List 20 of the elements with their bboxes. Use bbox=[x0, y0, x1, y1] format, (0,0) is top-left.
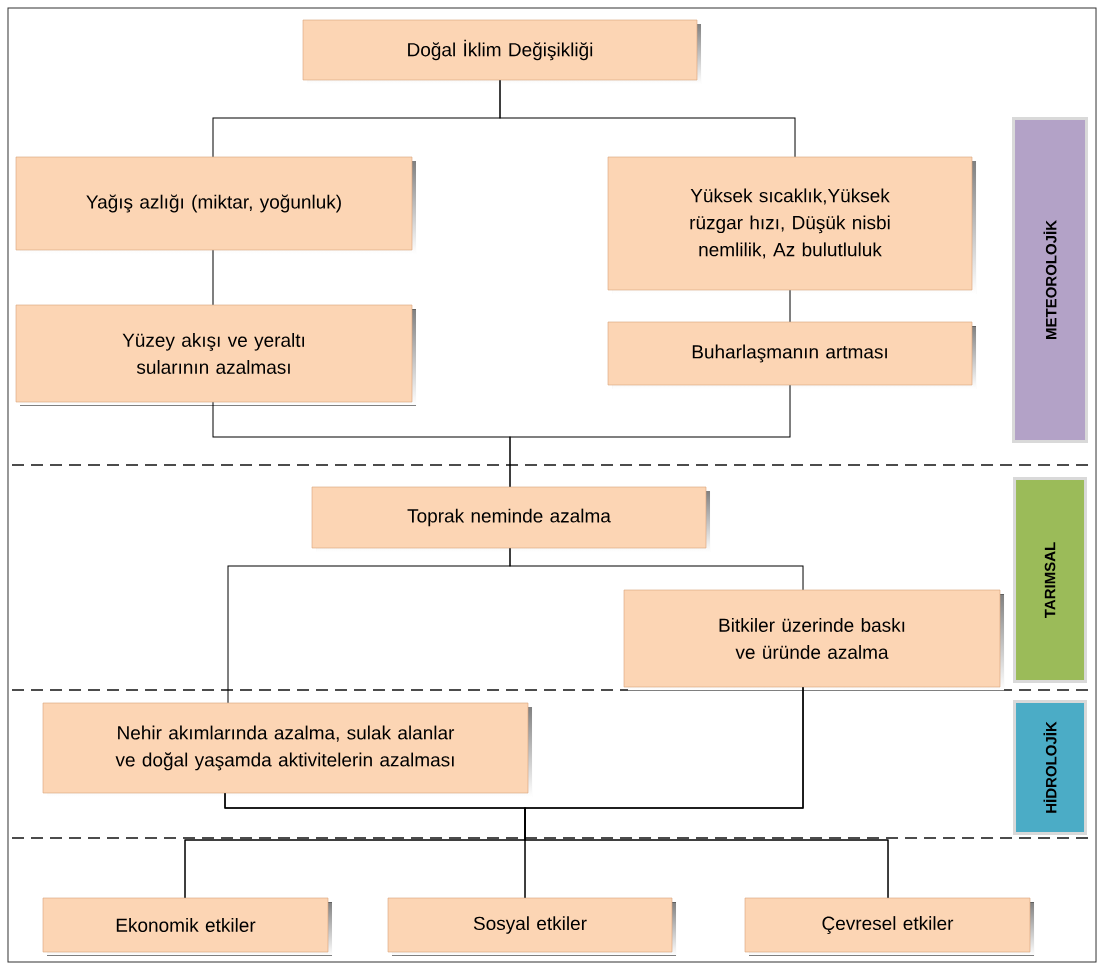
process-box: Çevresel etkiler bbox=[744, 897, 1034, 956]
connector bbox=[789, 289, 791, 323]
connector bbox=[212, 249, 214, 306]
process-box: Doğal İklim Değişikliği bbox=[302, 19, 701, 84]
connector bbox=[524, 686, 889, 899]
connector bbox=[499, 79, 796, 158]
connector bbox=[509, 547, 804, 591]
process-box: Yüksek sıcaklık,Yüksek rüzgar hızı, Düşük nisbi nemlilik, Az bulutluluk bbox=[607, 156, 976, 294]
process-box: Ekonomik etkiler bbox=[42, 897, 332, 956]
process-box: Sosyal etkiler bbox=[387, 897, 676, 956]
process-box: Buharlaşmanın artması bbox=[607, 321, 976, 389]
process-box: Bitkiler üzerinde baskı ve üründe azalma bbox=[623, 589, 1004, 691]
process-box: Yağış azlığı (miktar, yoğunluk) bbox=[15, 156, 416, 254]
category-band: METEOROLOJİK bbox=[1012, 117, 1088, 443]
process-box: Yüzey akışı ve yeraltı sularının azalması bbox=[15, 304, 416, 406]
connector bbox=[509, 384, 791, 488]
category-band: TARIMSAL bbox=[1013, 477, 1087, 683]
category-band: HİDROLOJİK bbox=[1013, 700, 1087, 835]
process-box: Nehir akımlarında azalma, sulak alanlar ve doğal yaşamda aktivitelerin azalması bbox=[42, 702, 532, 797]
process-box: Toprak neminde azalma bbox=[311, 486, 710, 552]
